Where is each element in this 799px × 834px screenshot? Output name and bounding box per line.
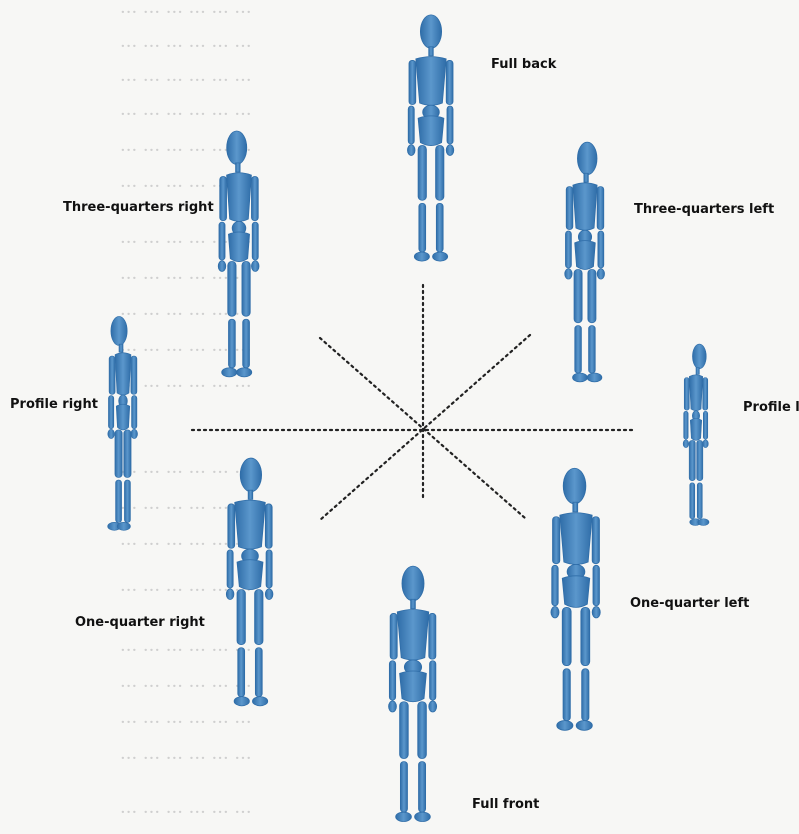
mannequin-profile-right-icon [90, 295, 156, 557]
mannequin-one-quarter-left-icon [532, 465, 620, 740]
label-profile-right: Profile right [10, 397, 98, 412]
label-profile-left: Profile le [743, 400, 799, 415]
label-one-quarter-right: One-quarter right [75, 615, 205, 630]
label-three-quarters-right: Three-quarters right [63, 200, 214, 215]
mannequin-three-quarters-right-icon [200, 128, 278, 386]
label-three-quarters-left: Three-quarters left [634, 202, 774, 217]
label-full-back: Full back [491, 57, 556, 72]
mannequin-profile-left-icon [668, 306, 724, 568]
mannequin-full-front-icon [370, 563, 456, 831]
mannequin-full-back-icon [393, 6, 469, 276]
mannequin-three-quarters-left-icon [548, 135, 622, 395]
guide-diagonal-b [320, 335, 530, 520]
label-one-quarter-left: One-quarter left [630, 596, 749, 611]
mannequin-one-quarter-right-icon [210, 455, 290, 715]
label-full-front: Full front [472, 797, 539, 812]
